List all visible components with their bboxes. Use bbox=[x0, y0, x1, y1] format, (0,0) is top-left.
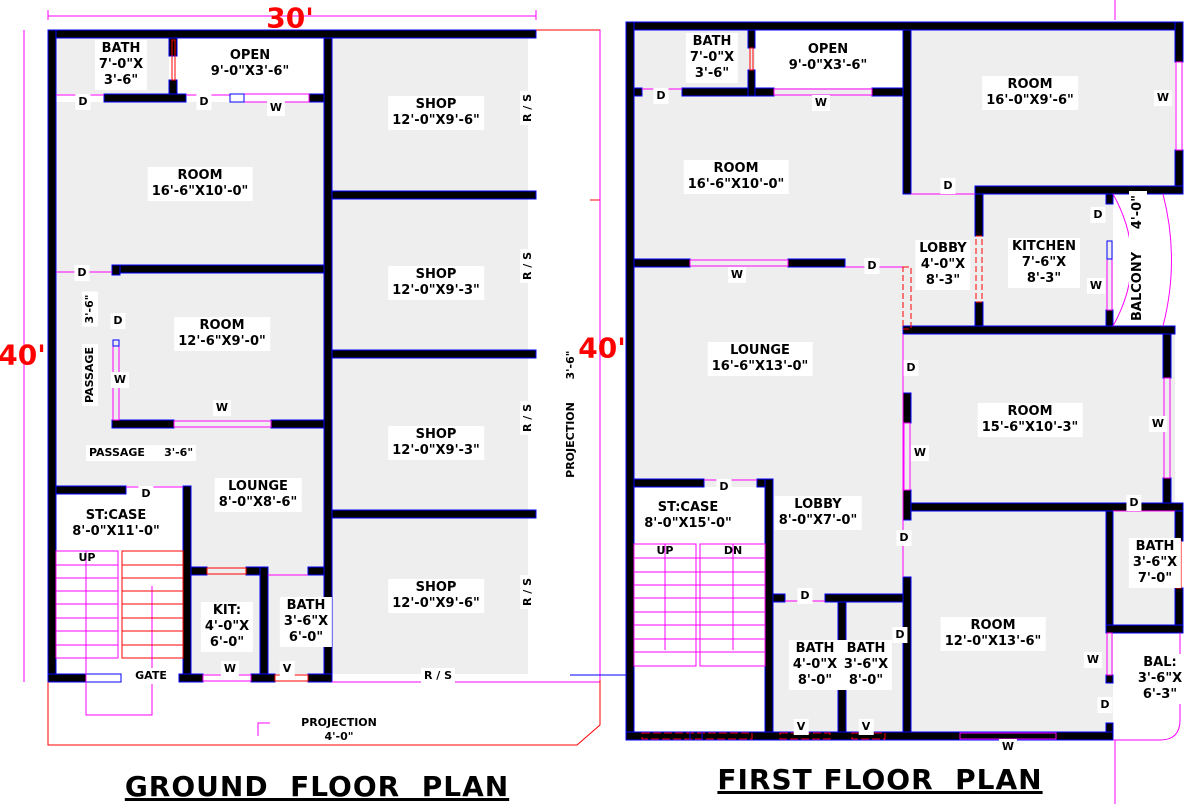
door-mark: D bbox=[1097, 697, 1113, 713]
window-mark: W bbox=[811, 95, 831, 111]
window-mark: W bbox=[212, 400, 232, 416]
window-mark: W bbox=[910, 445, 930, 461]
first-floor-walls bbox=[625, 21, 1184, 741]
door-mark: D bbox=[903, 360, 919, 376]
door-mark: D bbox=[1126, 495, 1142, 511]
door-mark: D bbox=[138, 486, 154, 502]
window-mark: W bbox=[110, 372, 130, 388]
window-mark: W bbox=[220, 661, 240, 677]
ground-floor-walls bbox=[47, 29, 537, 683]
window-mark: W bbox=[727, 267, 747, 283]
side-projection-label: PROJECTION bbox=[563, 399, 579, 481]
gf-gate-label: GATE bbox=[132, 668, 170, 684]
window-mark: W bbox=[266, 100, 286, 116]
rs-label: R / S bbox=[520, 400, 536, 436]
ground-floor-dimensions bbox=[23, 10, 626, 746]
ground-floor-title: GROUND FLOOR PLAN bbox=[124, 770, 510, 803]
door-mark: D bbox=[716, 479, 732, 495]
ff-balcony-small-label: BAL:3'-6"X 6'-3" bbox=[1133, 654, 1187, 704]
window-mark: W bbox=[1083, 652, 1103, 668]
window-mark: W bbox=[1086, 278, 1106, 294]
door-mark: D bbox=[896, 530, 912, 546]
ground-height-dimension: 40' bbox=[0, 338, 46, 372]
first-height-dimension: 40' bbox=[578, 331, 626, 365]
ventilator-mark: V bbox=[279, 661, 295, 677]
ventilator-mark: V bbox=[858, 719, 874, 735]
first-floor-stairs bbox=[633, 543, 766, 667]
side-projection-dim: 3'-6" bbox=[563, 347, 579, 383]
gf-passage-vertical-label: PASSAGE bbox=[82, 344, 98, 406]
door-mark: D bbox=[74, 265, 90, 281]
door-mark: D bbox=[940, 178, 956, 194]
first-floor-title: FIRST FLOOR PLAN bbox=[717, 763, 1043, 796]
ground-floor-stairs bbox=[55, 550, 184, 716]
door-mark: D bbox=[75, 94, 91, 110]
gf-passage-width-label: 3'-6" bbox=[82, 291, 98, 327]
ground-width-dimension: 30' bbox=[266, 1, 314, 35]
door-mark: D bbox=[196, 94, 212, 110]
ff-balcony-label: BALCONY 4'-0" bbox=[1129, 190, 1147, 326]
window-mark: W bbox=[998, 739, 1018, 755]
gf-kitchen-label: KIT:4'-0"X 6'-0" bbox=[200, 602, 254, 652]
door-mark: D bbox=[797, 588, 813, 604]
rs-label: R / S bbox=[520, 248, 536, 284]
door-mark: D bbox=[892, 627, 908, 643]
door-mark: D bbox=[864, 258, 880, 274]
ff-up-label: UP bbox=[656, 544, 674, 557]
ff-dn-label: DN bbox=[723, 544, 743, 557]
door-mark: D bbox=[1090, 207, 1106, 223]
rs-label: R / S bbox=[520, 574, 536, 610]
door-mark: D bbox=[653, 88, 669, 104]
door-mark: D bbox=[110, 313, 126, 329]
ventilator-mark: V bbox=[793, 719, 809, 735]
rs-label: R / S bbox=[520, 90, 536, 126]
gf-passage-label: PASSAGE 3'-6" bbox=[85, 445, 197, 461]
window-mark: W bbox=[1153, 90, 1173, 106]
window-mark: W bbox=[1148, 416, 1168, 432]
rs-label: R / S bbox=[420, 668, 456, 684]
gf-up-label: UP bbox=[78, 551, 96, 564]
